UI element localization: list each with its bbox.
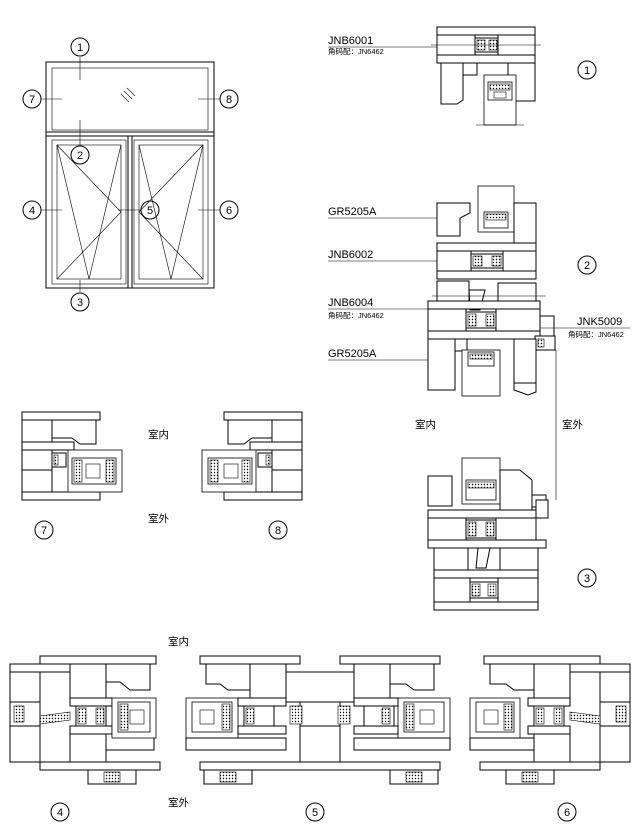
outdoor-label-right: 室外	[562, 418, 583, 431]
outdoor-label-bottom: 室外	[168, 796, 189, 809]
section-callout-2: 2	[584, 260, 590, 272]
label-jnb6002: JNB6002	[328, 249, 373, 261]
indoor-label-bottom: 室内	[168, 635, 189, 648]
callout-4: 4	[29, 205, 35, 217]
label-jnb6004: JNB6004	[328, 297, 373, 309]
section-callout-1: 1	[584, 65, 590, 77]
section-callout-5: 5	[312, 807, 318, 819]
window-elevation	[45, 61, 215, 289]
section-4-profile	[9, 655, 161, 785]
section-3-profile	[427, 457, 549, 611]
indoor-label-left: 室内	[148, 428, 169, 441]
section-callout-3: 3	[584, 573, 590, 585]
callout-3: 3	[77, 297, 83, 309]
window-callouts: 1 2 3 4 5 6 7 8	[22, 37, 239, 312]
callout-2: 2	[77, 150, 83, 162]
label-jnk5009-corner: 角码配：JN6462	[568, 329, 624, 339]
section-callout-8: 8	[275, 525, 281, 537]
section-callout-7: 7	[41, 525, 47, 537]
label-jnb6001-corner: 角码配：JN6462	[328, 46, 384, 56]
callout-8: 8	[226, 94, 232, 106]
section-6-profile	[469, 655, 631, 785]
section-7-profile	[21, 411, 123, 501]
label-jnb6004-corner: 角码配：JN6462	[328, 310, 384, 320]
section-1-profile	[431, 26, 541, 126]
indoor-label-right: 室内	[415, 418, 436, 431]
section-5-profile	[185, 655, 451, 785]
callout-6: 6	[226, 205, 232, 217]
section-2-profile	[427, 185, 556, 397]
label-gr5205a-top: GR5205A	[328, 206, 377, 218]
callout-5: 5	[147, 205, 153, 217]
callout-7: 7	[29, 94, 35, 106]
section-8-profile	[201, 411, 303, 501]
section-callout-6: 6	[564, 807, 570, 819]
label-jnk5009: JNK5009	[577, 316, 622, 328]
label-jnb6001: JNB6001	[328, 35, 373, 47]
outdoor-label-left: 室外	[148, 512, 169, 525]
section-callout-4: 4	[57, 807, 63, 819]
callout-1: 1	[77, 42, 83, 54]
label-gr5205a-bottom: GR5205A	[328, 348, 377, 360]
